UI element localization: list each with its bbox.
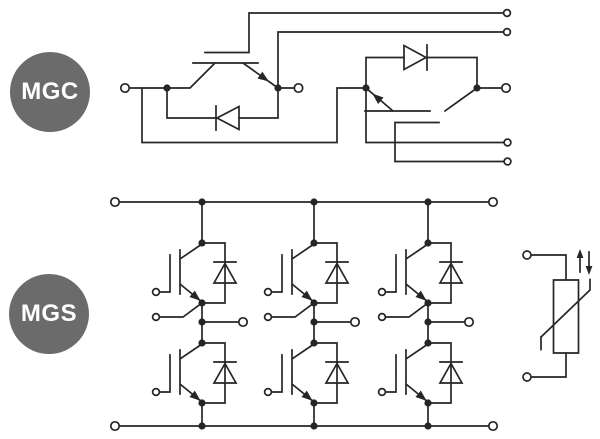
phase-junction-dots [310, 198, 318, 430]
mgs-phase-leg-3 [377, 198, 475, 430]
down-arrow-icon [585, 266, 593, 275]
upper-igbt-cell [151, 242, 237, 305]
mgs-badge-label: MGS [20, 300, 78, 327]
mgc-junction-dots [163, 84, 481, 92]
mgs-p-terminal [487, 196, 499, 208]
mgc-emitter2-aux-terminal [503, 138, 512, 147]
phase-wiring [201, 201, 240, 427]
phase-output-terminal [463, 316, 475, 328]
lower-igbt-cell [377, 342, 463, 405]
mgc-left-main-terminal [119, 82, 131, 94]
upper-igbt-cell [263, 242, 349, 305]
mgc-gate2-terminal [503, 157, 512, 166]
upper-emitter-aux [377, 302, 429, 322]
emitter-arrow-icon [257, 71, 269, 82]
phase-wiring [313, 201, 352, 427]
mgc-gate1-terminal [502, 8, 512, 18]
thermistor-body [530, 254, 591, 378]
phase-output-terminal [237, 316, 249, 328]
mgc-badge-label: MGC [21, 78, 79, 105]
mgs-n-terminal [487, 420, 499, 432]
phase-wiring [427, 201, 466, 427]
upper-emitter-aux [263, 302, 315, 322]
thermistor-symbol [522, 249, 593, 382]
mgs-badge: MGS [9, 274, 89, 354]
upper-emitter-aux [151, 302, 203, 322]
mgc-wiring [128, 12, 505, 163]
emitter-arrow-icon [372, 93, 384, 104]
mgc-badge: MGC [10, 52, 90, 132]
mgs-phase-leg-2 [263, 198, 361, 430]
mgc-diode-left [215, 105, 240, 131]
lower-igbt-cell [151, 342, 237, 405]
mgc-right-main-terminal [500, 82, 512, 94]
up-arrow-icon [576, 249, 584, 258]
mgs-p-terminal [109, 196, 121, 208]
thermistor-terminal-top [522, 250, 532, 260]
mgs-schematic [109, 196, 499, 432]
mgs-phase-leg-1 [151, 198, 249, 430]
phase-junction-dots [424, 198, 432, 430]
mgc-emitter1-aux-terminal [502, 27, 512, 37]
lower-igbt-cell [263, 342, 349, 405]
mgc-diode-right [403, 44, 428, 71]
mgc-middle-main-terminal [293, 82, 304, 94]
thermistor-terminal-bottom [522, 372, 532, 382]
phase-junction-dots [198, 198, 206, 430]
upper-igbt-cell [377, 242, 463, 305]
mgc-schematic [119, 8, 512, 166]
mgs-n-terminal [109, 420, 121, 432]
mgs-bus-rails [118, 201, 490, 427]
phase-output-terminal [349, 316, 361, 328]
